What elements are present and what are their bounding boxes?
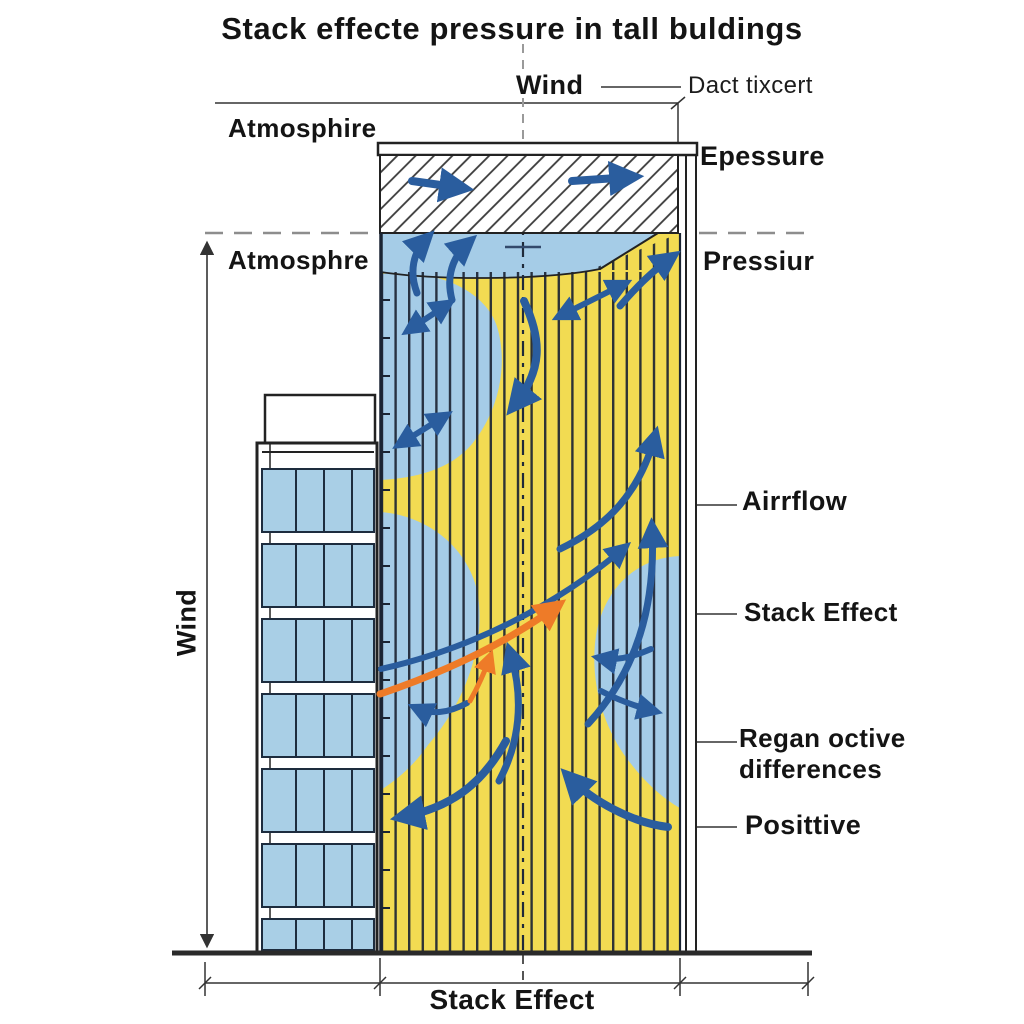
flow-arrow [392,411,453,449]
positive-label: Posittive [745,810,862,840]
left-building-windows [261,468,375,951]
left-building-parapet [263,393,377,445]
diagram-title: Stack effecte pressure in tall buldings [221,11,803,46]
flow-arrow [407,700,470,728]
airflow-label: Airrflow [742,486,848,516]
flow-arrow [443,234,478,304]
roof-slab [376,141,699,157]
stack-flow-orange-arrow [376,599,567,698]
flow-arrow [590,646,654,675]
pressure-differences-label-line1: Regan octive [739,723,906,753]
right-wall-cavity [681,233,696,953]
atmosphere-upper-label: Atmosphire [228,113,377,143]
left-building [255,393,379,955]
ground-and-bottom-dimension [172,950,815,996]
curtain-wall-stripes [381,233,680,953]
flow-arrow [506,297,543,416]
wind-side-label: Wind [171,588,202,657]
roof-hatched-zone [379,154,679,234]
flow-arrow [408,167,475,203]
flow-arrow [584,517,669,728]
flow-arrow [560,768,672,831]
pressure-upper-label: Epessure [700,141,825,171]
wind-top-label: Wind [516,70,584,100]
stack-flow-orange-arrow [467,649,496,704]
flow-arrow [389,737,510,830]
airflow-arrows [376,160,681,831]
pressure-lower-label: Pressiur [703,246,815,276]
flow-arrow [556,425,665,553]
left-wall-leak-ticks [381,299,390,909]
flow-arrow [401,230,435,297]
flow-arrow [495,641,531,785]
flow-arrow [378,542,632,672]
flow-arrow [598,688,663,720]
flow-arrow [551,279,633,321]
flow-arrow [401,298,456,336]
flow-arrow [568,160,645,197]
dimension-lines [199,44,806,949]
atmosphere-lower-label: Atmosphre [228,245,369,275]
duct-note-label: Dact tixcert [688,72,813,99]
stack-effect-side-label: Stack Effect [744,597,898,627]
stack-effect-bottom-label: Stack Effect [429,984,595,1015]
pressure-differences-label-line2: differences [739,754,883,784]
